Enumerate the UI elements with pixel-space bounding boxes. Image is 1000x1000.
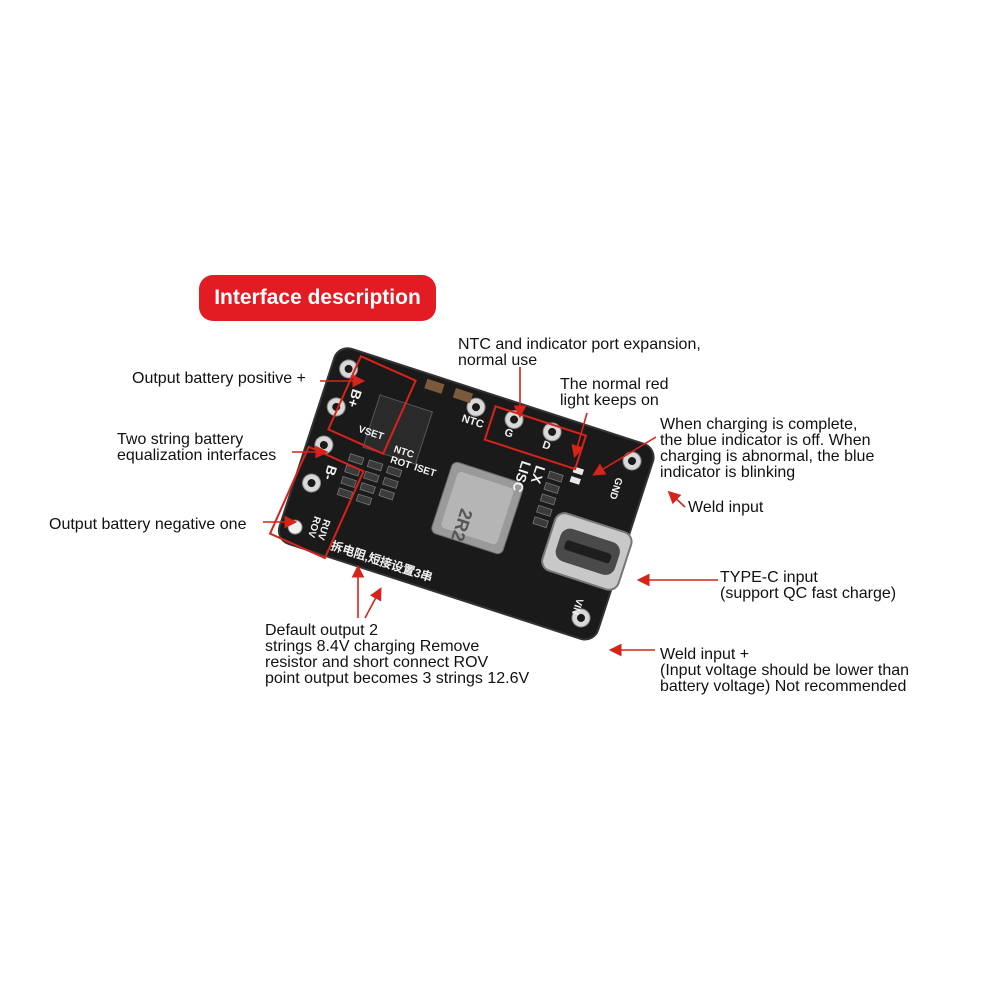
capacitor xyxy=(424,378,445,394)
annotation-blue-indicator: When charging is complete, the blue indi… xyxy=(660,416,875,481)
blue-led xyxy=(569,476,581,485)
pcb-board: B+ B- NTC G D VSET NTC ROT ISET ROV RUV … xyxy=(277,347,655,641)
label-g: G xyxy=(503,427,515,441)
annotation-output-negative: Output battery negative one xyxy=(49,516,247,533)
label-lx: LX xyxy=(528,464,549,487)
interface-description-title: Interface description xyxy=(199,275,436,321)
highlight-b-minus xyxy=(268,445,365,560)
label-vin: VIN xyxy=(569,597,585,616)
annotation-default-output: Default output 2 strings 8.4V charging R… xyxy=(265,622,530,687)
annotation-weld-input: Weld input xyxy=(688,499,764,516)
annotation-weld-input-plus: Weld input + (Input voltage should be lo… xyxy=(660,646,910,695)
label-b-minus: B- xyxy=(321,463,341,482)
annotation-type-c: TYPE-C input (support QC fast charge) xyxy=(720,569,897,602)
annotation-ntc-expansion: NTC and indicator port expansion, normal… xyxy=(458,336,701,369)
highlight-b-plus xyxy=(327,354,417,456)
annotation-output-positive: Output battery positive + xyxy=(132,370,306,387)
annotation-red-light: The normal red light keeps on xyxy=(560,376,669,409)
annotation-equalization: Two string battery equalization interfac… xyxy=(117,431,277,464)
label-b-plus: B+ xyxy=(344,387,365,409)
label-d: D xyxy=(541,439,552,453)
